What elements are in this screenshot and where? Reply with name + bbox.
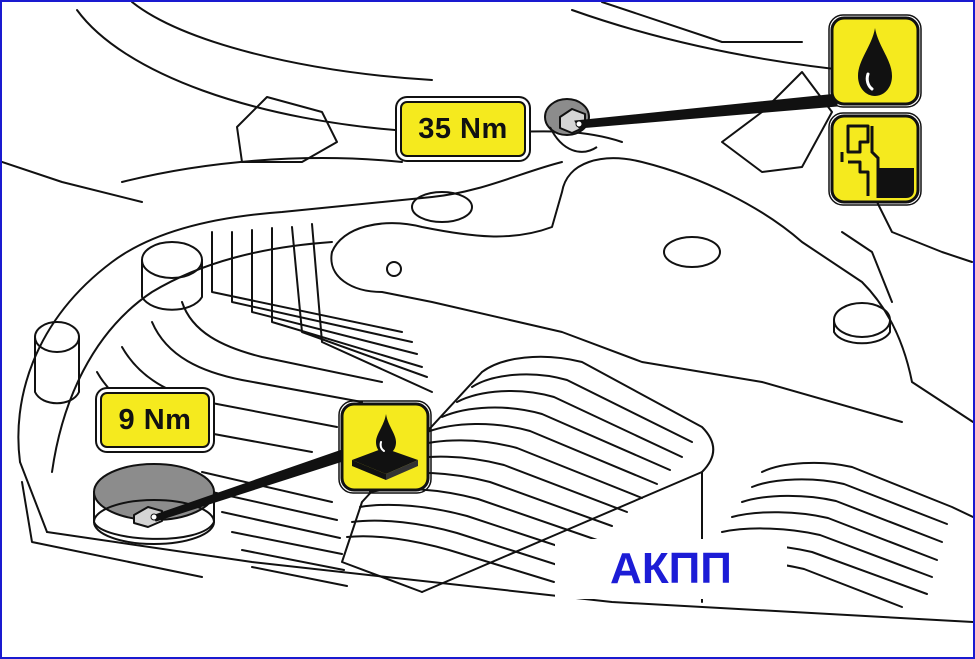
torque-label-upper-bolt: 35 Nm: [400, 101, 526, 157]
transmission-caption: АКПП: [555, 539, 787, 599]
pipe-fitting-icon: [828, 112, 922, 206]
oil-drop-on-pad-icon: [338, 400, 432, 494]
oil-drop-icon: [828, 14, 922, 108]
torque-label-drain-plug: 9 Nm: [100, 392, 210, 448]
